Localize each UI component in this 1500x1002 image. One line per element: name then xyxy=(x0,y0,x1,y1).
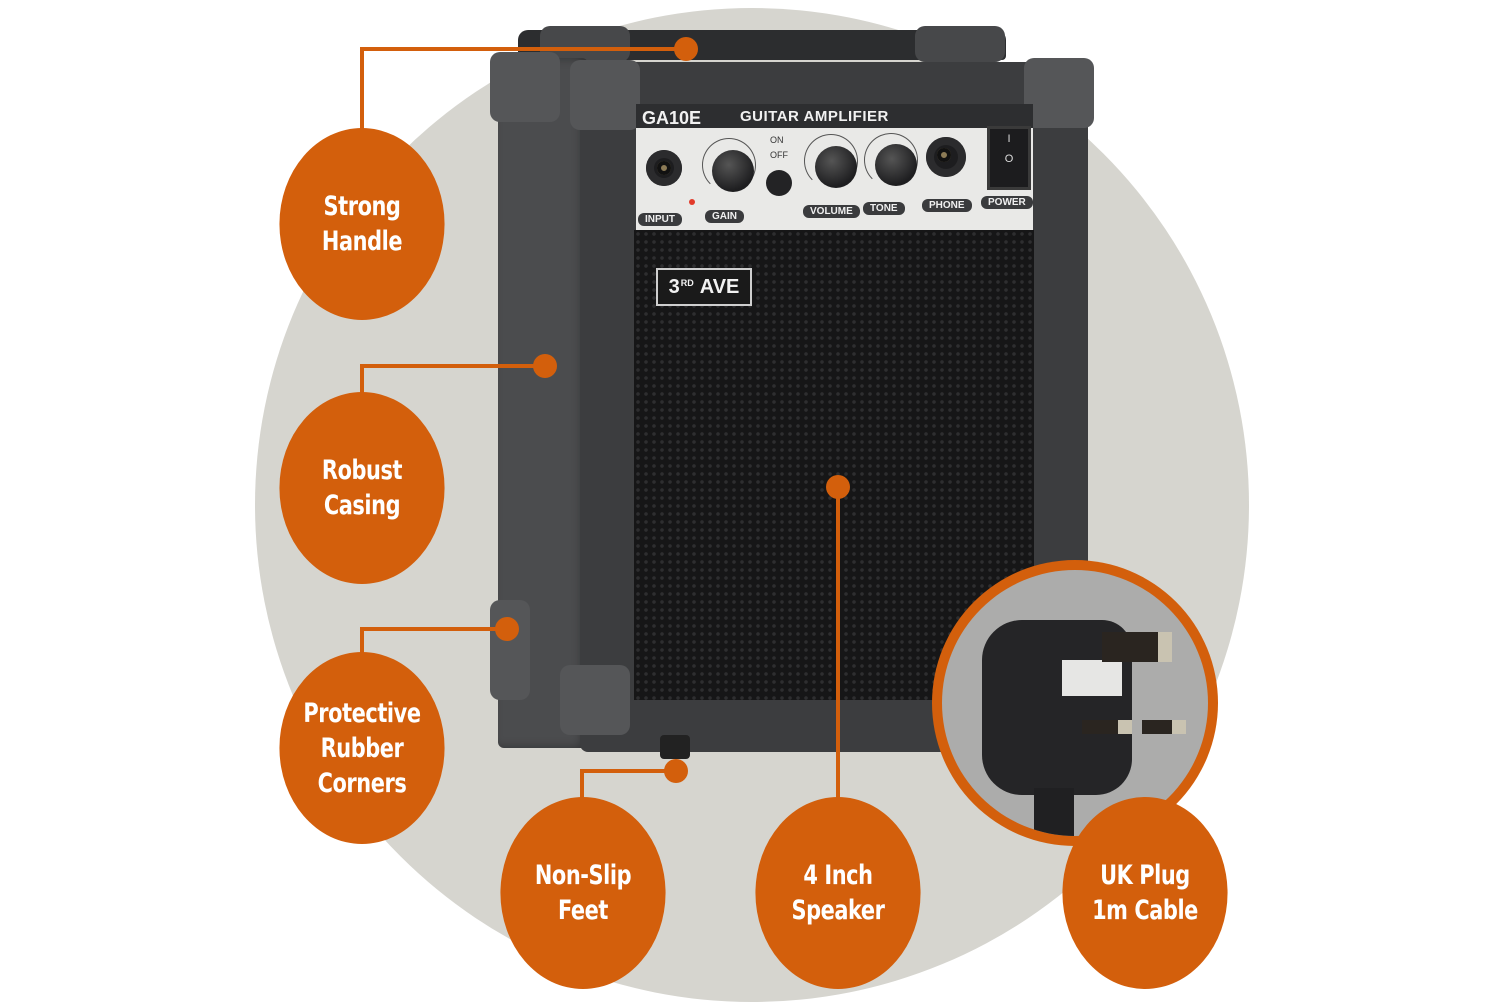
leader-handle xyxy=(360,47,686,132)
plug-inset xyxy=(942,570,1208,836)
callout-label: Protective Rubber Corners xyxy=(303,697,421,799)
callout-label: Robust Casing xyxy=(321,455,403,521)
power-switch[interactable]: I O xyxy=(987,126,1031,190)
rubber-corner-top-right xyxy=(1024,58,1094,128)
leader-dot-casing xyxy=(533,354,557,378)
phone-jack[interactable] xyxy=(926,137,966,177)
model-label: GA10E xyxy=(642,108,702,128)
callout-protective-rubber-corners: Protective Rubber Corners xyxy=(279,652,445,844)
plug-neutral-pin xyxy=(1142,720,1186,734)
tone-scale xyxy=(864,133,918,187)
leader-corners xyxy=(360,627,507,655)
plug-live-pin xyxy=(1082,720,1132,734)
volume-scale xyxy=(804,134,858,188)
rubber-corner-bottom-left xyxy=(560,665,630,735)
handle-cap-right xyxy=(915,26,1005,62)
input-label: INPUT xyxy=(638,213,682,226)
callout-strong-handle: Strong Handle xyxy=(279,128,445,320)
callout-label: Non-Slip Feet xyxy=(534,860,632,926)
callout-non-slip-feet: Non-Slip Feet xyxy=(500,797,666,989)
callout-uk-plug-cable: UK Plug 1m Cable xyxy=(1062,797,1228,989)
tone-knob[interactable] xyxy=(875,144,917,186)
rubber-corner-top-left xyxy=(570,60,640,130)
callout-robust-casing: Robust Casing xyxy=(279,392,445,584)
power-off-mark: O xyxy=(1004,153,1014,165)
tone-label: TONE xyxy=(863,202,905,215)
non-slip-foot xyxy=(660,735,690,759)
gain-switch[interactable] xyxy=(766,170,792,196)
leader-casing xyxy=(360,364,545,395)
brand-word: AVE xyxy=(699,275,740,298)
gain-scale xyxy=(702,138,756,192)
plug-fuse-cover xyxy=(1062,660,1122,696)
amp-title: GUITAR AMPLIFIER xyxy=(740,108,889,125)
led-indicator xyxy=(689,199,695,205)
leader-feet xyxy=(580,769,676,800)
input-jack[interactable] xyxy=(646,150,682,186)
callout-label: UK Plug 1m Cable xyxy=(1092,860,1198,926)
phone-label: PHONE xyxy=(922,199,972,212)
callout-label: Strong Handle xyxy=(321,191,403,257)
power-on-mark: I xyxy=(1007,133,1011,145)
volume-knob[interactable] xyxy=(815,146,857,188)
leader-dot-feet xyxy=(664,759,688,783)
gain-knob[interactable] xyxy=(712,150,754,192)
leader-dot-handle xyxy=(674,37,698,61)
brand-superscript: RD xyxy=(680,278,694,288)
leader-dot-speaker xyxy=(826,475,850,499)
gain-label: GAIN xyxy=(705,210,744,223)
volume-label: VOLUME xyxy=(803,205,860,218)
rubber-corner-bottom-back xyxy=(490,600,530,700)
plug-cable xyxy=(1034,788,1074,836)
callout-label: 4 Inch Speaker xyxy=(791,860,885,926)
panel-header xyxy=(636,104,1033,130)
leader-dot-corners xyxy=(495,617,519,641)
callout-4-inch-speaker: 4 Inch Speaker xyxy=(755,797,921,989)
switch-off-label: OFF xyxy=(770,150,788,160)
power-label: POWER xyxy=(981,196,1033,209)
rubber-corner-top-back xyxy=(490,52,560,122)
brand-number: 3 xyxy=(668,275,680,298)
switch-on-label: ON xyxy=(770,135,784,145)
plug-earth-pin xyxy=(1102,632,1172,662)
